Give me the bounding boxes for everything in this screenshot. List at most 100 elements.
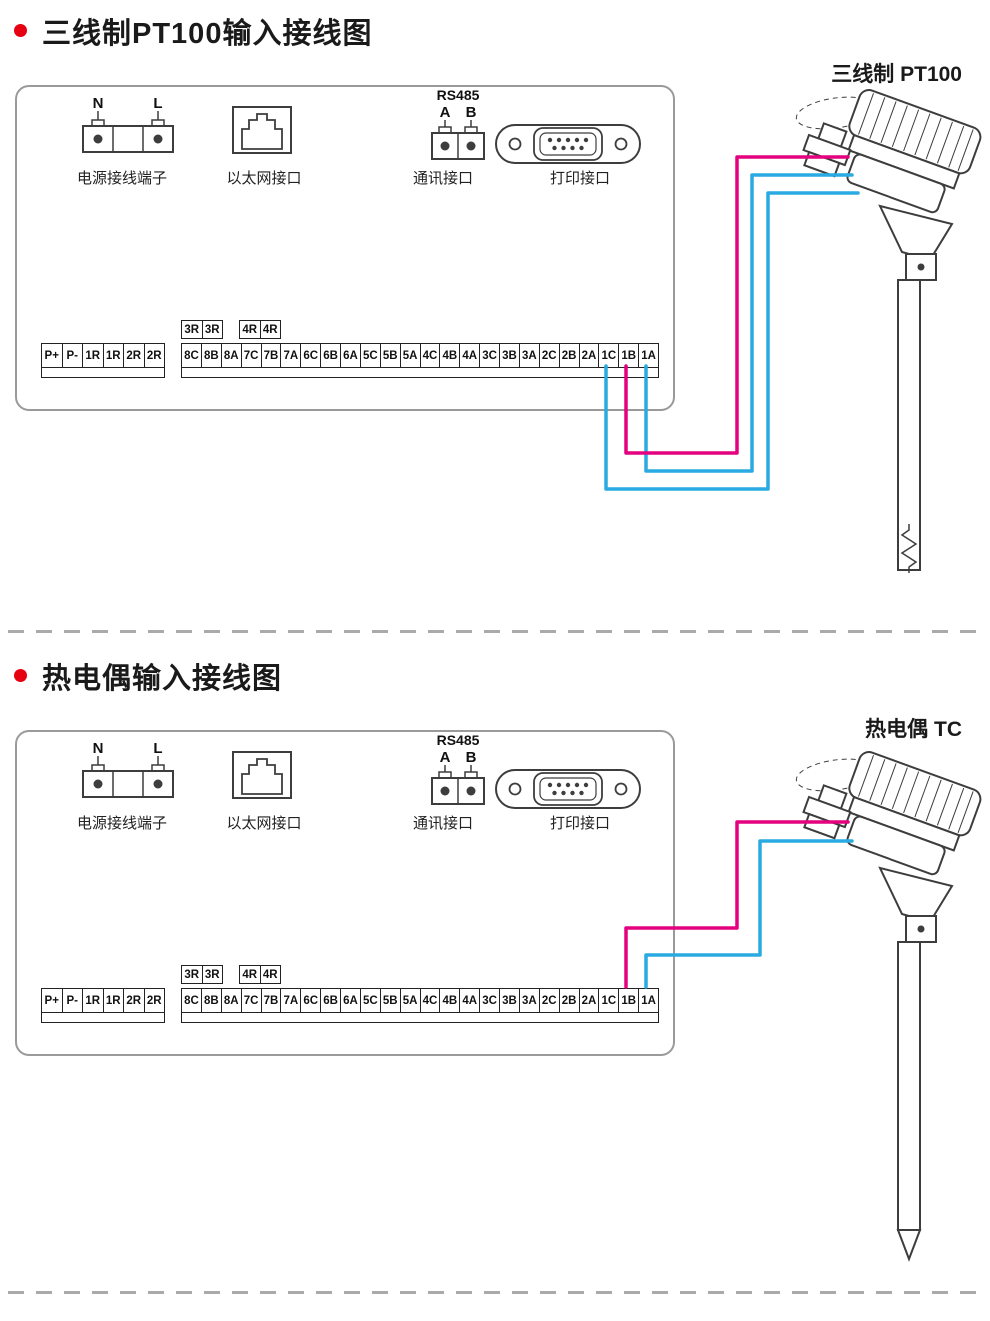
terminal-cell: 8A: [221, 988, 242, 1013]
ethernet-port-icon: [232, 751, 292, 799]
sensor-type-label: 三线制 PT100: [831, 63, 962, 86]
cable-gland-icon: [802, 784, 852, 840]
pin-n-label: N: [93, 740, 104, 757]
wire-blue-1a: [644, 839, 854, 989]
terminal-cell: 7B: [261, 988, 282, 1013]
terminal-cell: 2B: [559, 988, 580, 1013]
terminal-cell: 6B: [321, 343, 341, 368]
comm-port-label: 通讯接口: [412, 815, 473, 832]
terminal-cell: 3A: [519, 988, 540, 1013]
rs485-port-icon: RS485 A B: [431, 732, 485, 805]
terminal-cell: 3B: [500, 988, 520, 1013]
terminal-cell: P+: [41, 988, 63, 1013]
terminal-cell: 5C: [360, 988, 381, 1013]
probe-tip-icon: [896, 1229, 922, 1262]
terminal-cell: 8B: [201, 988, 222, 1013]
pt100-sensor-illustration: [795, 89, 982, 573]
terminal-cell: 2R: [124, 343, 145, 368]
terminal-cell: 4R: [260, 320, 281, 339]
red-bullet-icon: [14, 24, 27, 37]
terminal-cell: 2R: [124, 988, 145, 1013]
terminal-cell: 4R: [239, 965, 261, 984]
rs485-label: RS485: [437, 732, 480, 748]
power-terminal-icon: N L: [82, 740, 174, 798]
terminal-cell: 1R: [103, 343, 124, 368]
terminal-cell: 6B: [321, 988, 341, 1013]
rtd-element-icon: [900, 524, 918, 573]
terminal-cell: P-: [62, 343, 83, 368]
ethernet-port-label: 以太网接口: [226, 815, 302, 832]
terminal-cell: 7A: [281, 343, 302, 368]
terminal-cell: 4B: [440, 988, 461, 1013]
terminal-cell: 1R: [103, 988, 124, 1013]
ethernet-port-icon: [232, 106, 292, 154]
terminal-cell: 7B: [261, 343, 282, 368]
terminal-cell: 6A: [341, 343, 361, 368]
terminal-cell: 7A: [281, 988, 302, 1013]
terminal-cell: 8C: [181, 343, 202, 368]
pin-l-label: L: [153, 95, 162, 112]
terminal-strip-base: [181, 1013, 659, 1023]
power-port-label: 电源接线端子: [76, 170, 167, 187]
dashed-divider: [8, 1291, 982, 1294]
section-thermocouple-wiring: 热电偶输入接线图 热电偶 TC N L RS485 A B: [0, 645, 990, 1321]
terminal-cell: 4B: [440, 343, 461, 368]
terminal-cell: 1C: [599, 343, 620, 368]
terminal-cell: 1R: [83, 988, 104, 1013]
wire-blue-1a: [644, 173, 854, 473]
terminal-strip-base: [41, 1013, 165, 1023]
cable-gland-icon: [802, 122, 852, 178]
terminal-cell: 2A: [579, 988, 600, 1013]
terminal-cell: 8A: [221, 343, 242, 368]
ethernet-port-label: 以太网接口: [226, 170, 302, 187]
terminal-cell: 2C: [539, 988, 560, 1013]
section-pt100-wiring: 三线制PT100输入接线图 三线制 PT100 N L RS485 A B: [0, 0, 990, 645]
terminal-cell: 2A: [579, 343, 600, 368]
dashed-divider: [8, 630, 982, 633]
power-port-label: 电源接线端子: [76, 815, 167, 832]
terminal-cell: 6A: [341, 988, 361, 1013]
printer-port-label: 打印接口: [549, 170, 610, 187]
terminal-cell: 3R: [181, 965, 203, 984]
terminal-cell: 8B: [201, 343, 222, 368]
comm-port-label: 通讯接口: [412, 170, 473, 187]
section-title: 三线制PT100输入接线图: [42, 18, 373, 50]
terminal-cell: P+: [41, 343, 63, 368]
terminal-cell: 4C: [420, 343, 441, 368]
terminal-cell: 7C: [241, 988, 262, 1013]
printer-port-label: 打印接口: [549, 815, 610, 832]
terminal-cell: 8C: [181, 988, 202, 1013]
pin-a-label: A: [440, 749, 451, 766]
pin-n-label: N: [93, 95, 104, 112]
terminal-cell: 5B: [380, 988, 401, 1013]
terminal-cell: 1A: [639, 343, 659, 368]
terminal-cell: 1B: [619, 343, 640, 368]
terminal-cell: 2R: [144, 343, 165, 368]
terminal-cell: 2C: [539, 343, 560, 368]
terminal-cell: 3R: [202, 965, 223, 984]
terminal-cell: 5B: [380, 343, 401, 368]
terminal-cell: 6C: [301, 343, 322, 368]
rs485-label: RS485: [437, 87, 480, 103]
sensor-type-label: 热电偶 TC: [865, 718, 962, 741]
terminal-cell: 4R: [260, 965, 281, 984]
terminal-strip-base: [181, 368, 659, 378]
recorder-rear-panel: N L RS485 A B: [15, 730, 675, 1056]
pin-l-label: L: [153, 740, 162, 757]
terminal-cell: 5A: [400, 343, 421, 368]
terminal-cell: P-: [62, 988, 83, 1013]
pin-b-label: B: [466, 749, 477, 766]
terminal-cell: 2R: [144, 988, 165, 1013]
rs485-port-icon: RS485 A B: [431, 87, 485, 160]
terminal-cell: 5A: [400, 988, 421, 1013]
section-title: 热电偶输入接线图: [42, 663, 283, 695]
terminal-cell: 4A: [460, 343, 481, 368]
